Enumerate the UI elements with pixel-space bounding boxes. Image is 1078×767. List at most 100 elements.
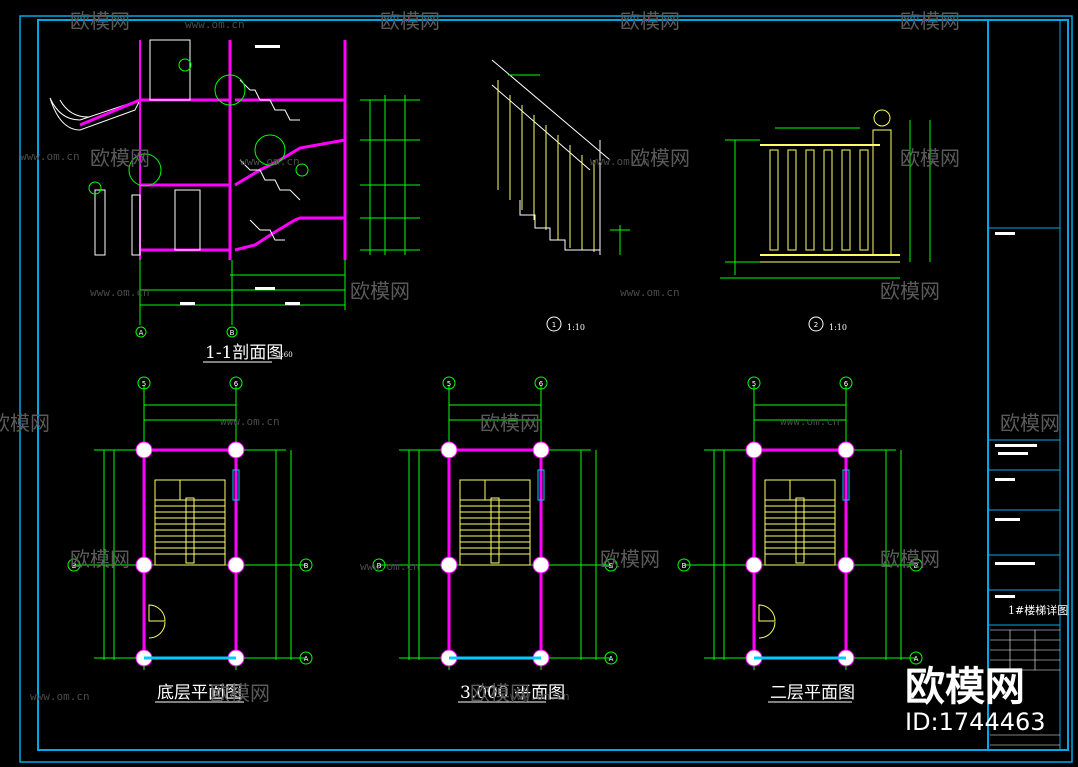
window [537,469,545,501]
drawing-name: 1#楼梯详图 [1008,603,1068,617]
watermark-id: ID:1744463 [905,708,1046,736]
title-block: 1#楼梯详图 [988,20,1068,750]
watermark-url: www.om.cn [590,155,650,168]
watermark-layer: 欧模网欧模网欧模网欧模网欧模网欧模网欧模网欧模网欧模网欧模网欧模网欧模网欧模网欧… [0,9,1060,705]
axis-bubble [67,558,81,572]
axis-bubble [839,376,853,390]
watermark-brand: 欧模网 [0,411,50,435]
axis-five-label: 5 [752,380,756,388]
plan-column [745,441,763,459]
axis-a-label: A [609,655,614,663]
watermark-brand: 欧模网 [210,681,270,705]
watermark-brand: 欧模网 [350,279,410,303]
door-swing [148,621,166,639]
axis-five-label: 5 [142,380,146,388]
watermark-url: www.om.cn [185,18,245,31]
axis-a-label: A [139,329,144,337]
window [232,469,240,501]
watermark-url: www.om.cn [30,690,90,703]
watermark-brand: 欧模网 [880,279,940,303]
watermark-url: www.om.cn [780,415,840,428]
plan-mid: 5 6B B A [372,376,618,670]
axis-bubble [604,651,618,665]
watermark-url: www.om.cn [510,690,570,703]
stair-plans: 5 6B B A 5 6B B A 5 6B B A [67,376,923,670]
plan-column [135,441,153,459]
watermark-brand: 欧模网 [1000,411,1060,435]
door-swing [758,621,776,639]
axis-bubble [534,376,548,390]
watermark-brand: 欧模网 [70,9,130,33]
watermark-url: www.om.cn [90,286,150,299]
plan-column [745,556,763,574]
plan-mid-title: 3.000 平面图 [460,683,565,703]
axis-b-label: B [682,562,687,570]
watermark-brand: 欧模网 [620,9,680,33]
plan-column [440,441,458,459]
watermark-brand: 欧模网 [470,681,530,705]
watermark-brand: 欧模网 [600,547,660,571]
axis-bubble [229,376,243,390]
axis-b-label: B [377,562,382,570]
window [842,469,850,501]
detail1-mark: 1 [552,321,556,329]
detail-1-railing: 1 1:10 [491,59,630,332]
axis-bubble [909,558,923,572]
watermark-url: www.om.cn [240,155,300,168]
axis-a-label: A [304,655,309,663]
watermark-url: www.om.cn [220,415,280,428]
plan-column [135,556,153,574]
axis-bubble [677,558,691,572]
axis-bubble [299,651,313,665]
axis-b-label: B [72,562,77,570]
plan-column [532,556,550,574]
plan-column [837,556,855,574]
watermark-brand: 欧模网 [380,9,440,33]
axis-six-label: 6 [539,380,544,388]
watermark-brand: 欧模网 [630,146,690,170]
watermark-brand: 欧模网 [70,547,130,571]
watermark-brand: 欧模网 [900,146,960,170]
plan-column [440,556,458,574]
detail1-scale: 1:10 [567,323,585,332]
section-title: 1-1剖面图 [205,343,283,363]
watermark-brand: 欧模网 [90,146,150,170]
drawing-frame [19,15,1073,763]
axis-bubble [909,651,923,665]
axis-six-label: 6 [234,380,239,388]
axis-five-label: 5 [447,380,451,388]
axis-bubble [137,376,151,390]
plan-second-title: 二层平面图 [770,683,855,703]
axis-b-label: B [230,329,235,337]
watermark-url: www.om.cn [360,560,420,573]
axis-bubble [442,376,456,390]
plan-column [837,441,855,459]
watermark-brand-large: 欧模网 [905,664,1025,710]
watermark-brand: 欧模网 [880,547,940,571]
plan-second: 5 6B B A [677,376,923,670]
axis-bubble [747,376,761,390]
plan-column [227,556,245,574]
axis-b-label: B [304,562,309,570]
detail-2-railing: 2 1:10 [720,109,931,332]
section-1-1: A B 1-1剖面图 1:60 [49,39,420,363]
door-swing [758,604,776,622]
axis-bubble [299,558,313,572]
axis-bubble [604,558,618,572]
watermark-url: www.om.cn [20,150,80,163]
watermark-brand: 欧模网 [480,411,540,435]
detail2-mark: 2 [814,321,818,329]
plan-column [227,441,245,459]
axis-six-label: 6 [844,380,849,388]
axis-a-label: A [914,655,919,663]
axis-b-label: B [914,562,919,570]
axis-b-label: B [609,562,614,570]
axis-bubble [372,558,386,572]
door-swing [148,604,166,622]
watermark-url: www.om.cn [620,286,680,299]
plan-ground-title: 底层平面图 [157,683,242,703]
watermark-brand: 欧模网 [900,9,960,33]
plan-column [532,441,550,459]
